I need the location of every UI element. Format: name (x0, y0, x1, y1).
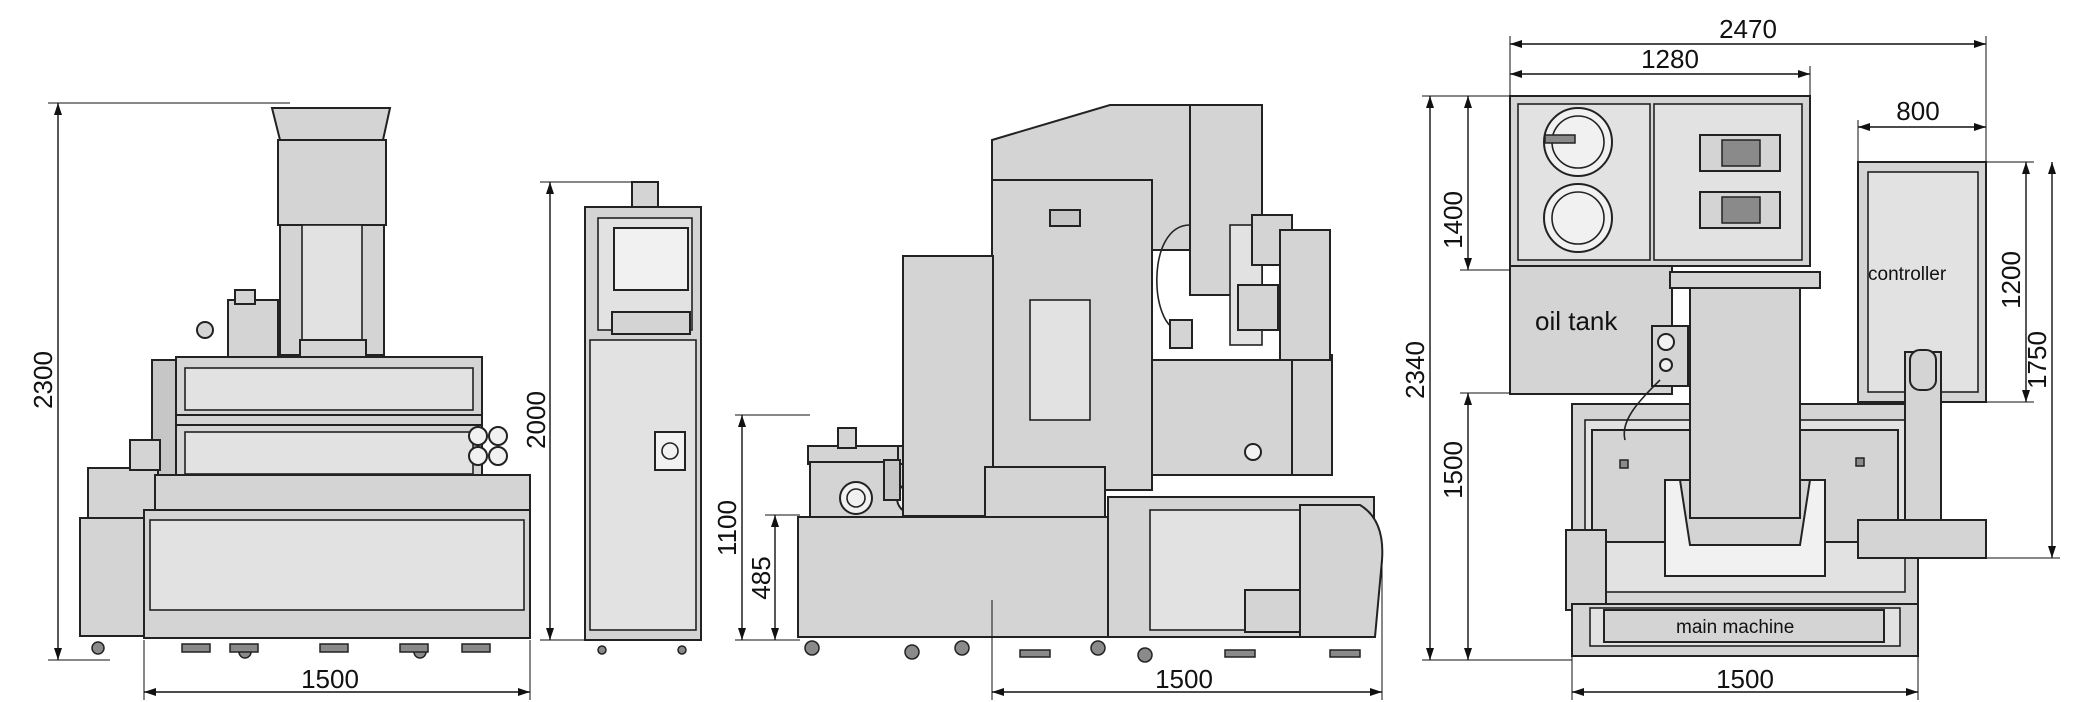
dim-1500-label-1: 1500 (301, 664, 359, 694)
control-cabinet (584, 181, 702, 655)
dim-plan-800: 800 (1857, 96, 1986, 162)
dim-plan-1200: 1200 (1986, 161, 2034, 403)
dim-plan-1500-bottom: 1500 (1571, 656, 1919, 700)
dim-2340-label: 2340 (1400, 341, 1430, 399)
dim-plan-1280: 1280 (1510, 44, 1811, 96)
dim-1200-label: 1200 (1996, 251, 2026, 309)
dim-2000-label: 2000 (521, 391, 551, 449)
dim-1500-vertical-label: 1500 (1438, 441, 1468, 499)
plan-view-machine: oil tank controller main machine (1509, 95, 1987, 657)
oil-tank-label: oil tank (1535, 306, 1618, 336)
controller-label: controller (1868, 264, 1947, 285)
dim-view2-width: 1500 (991, 560, 1383, 700)
dim-1100-label: 1100 (712, 500, 742, 556)
dim-1280-label: 1280 (1641, 44, 1699, 74)
dim-plan-2340: 2340 (1400, 95, 1572, 661)
dim-1750-label: 1750 (2022, 331, 2052, 389)
dim-1500-label-2: 1500 (1155, 664, 1213, 694)
dim-view2-1100: 1100 (712, 414, 810, 641)
main-machine-label: main machine (1676, 617, 1794, 638)
dim-view1-width: 1500 (143, 640, 531, 700)
dim-2300-label: 2300 (28, 351, 58, 409)
front-view-machine (79, 107, 531, 659)
dim-485-label: 485 (746, 556, 776, 599)
dim-1400-label: 1400 (1438, 191, 1468, 249)
dim-plan-1400: 1400 (1438, 95, 1510, 271)
dim-2470-label: 2470 (1719, 14, 1777, 44)
side-view-machine (797, 104, 1384, 663)
dim-view1-height: 2300 (28, 102, 290, 661)
dim-plan-1500-vertical: 1500 (1438, 392, 1510, 660)
dim-plan-1750: 1750 (1986, 162, 2060, 559)
dim-1500-label-3: 1500 (1716, 664, 1774, 694)
dim-view2-485: 485 (746, 514, 800, 640)
dim-800-label: 800 (1896, 96, 1939, 126)
dim-cabinet-height: 2000 (521, 181, 632, 641)
dim-plan-2470: 2470 (1509, 14, 1987, 162)
